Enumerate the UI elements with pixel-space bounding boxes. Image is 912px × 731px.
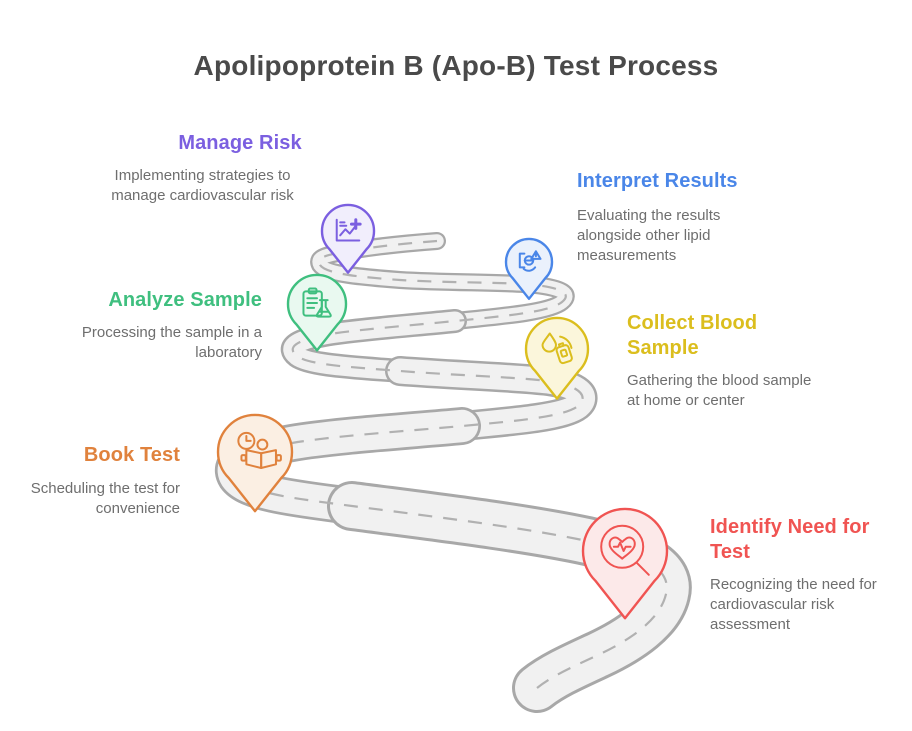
results-alert-icon bbox=[520, 251, 541, 271]
page-title: Apolipoprotein B (Apo-B) Test Process bbox=[193, 50, 719, 81]
pin-collect-blood-sample bbox=[526, 318, 588, 399]
winding-road bbox=[215, 232, 692, 713]
step-label-interpret-results: Interpret Results bbox=[577, 170, 738, 192]
step-label-manage-risk: Manage Risk bbox=[178, 132, 302, 154]
pin-manage-risk bbox=[322, 205, 374, 273]
pin-book-test bbox=[218, 415, 292, 511]
pin-analyze-sample bbox=[288, 275, 346, 350]
step-label-analyze-sample: Analyze Sample bbox=[108, 289, 262, 311]
road-centerline bbox=[232, 239, 668, 689]
step-desc-analyze-sample: Processing the sample in a laboratory bbox=[81, 324, 262, 361]
pin-interpret-results bbox=[506, 239, 552, 299]
step-label-book-test: Book Test bbox=[83, 444, 180, 466]
pin-identify-need-for-test bbox=[583, 509, 667, 618]
step-label-collect-blood-sample: Collect Blood Sample bbox=[627, 312, 758, 359]
step-desc-book-test: Scheduling the test for convenience bbox=[30, 480, 180, 517]
step-desc-identify-need-for-test: Recognizing the need for cardiovascular … bbox=[710, 576, 877, 633]
step-desc-interpret-results: Evaluating the results alongside other l… bbox=[577, 207, 721, 264]
clock-reader-icon bbox=[238, 433, 281, 468]
step-label-identify-need-for-test: Identify Need for Test bbox=[710, 516, 870, 563]
step-desc-collect-blood-sample: Gathering the blood sample at home or ce… bbox=[627, 372, 812, 409]
blood-drop-bag-icon bbox=[543, 334, 573, 364]
step-desc-manage-risk: Implementing strategies to manage cardio… bbox=[111, 167, 294, 204]
clipboard-flask-icon bbox=[303, 289, 330, 317]
heart-magnifier-icon bbox=[601, 526, 649, 575]
chart-plus-icon bbox=[337, 220, 360, 241]
